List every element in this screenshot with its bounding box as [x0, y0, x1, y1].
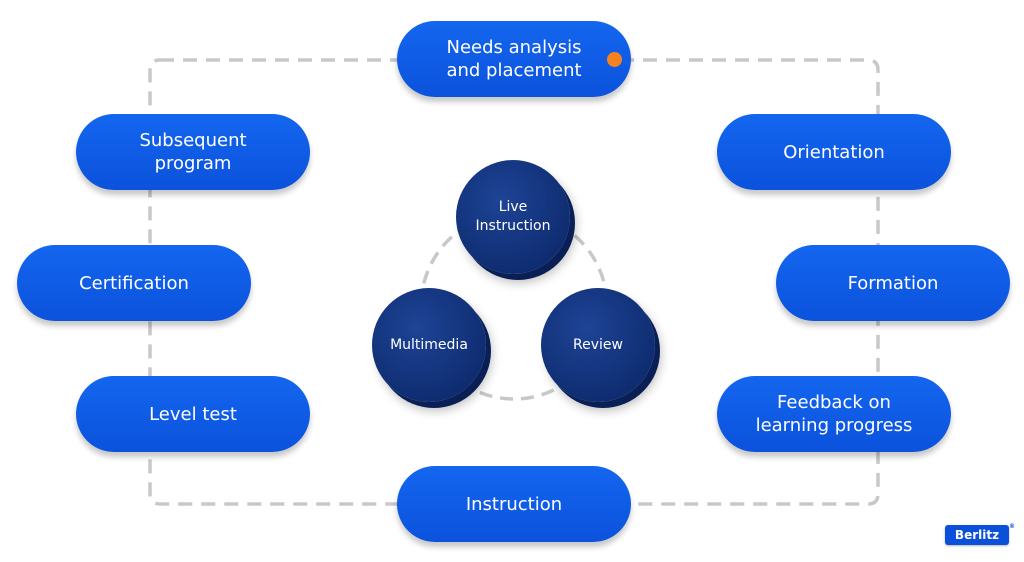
step-label: Feedback on learning progress [755, 392, 913, 436]
step-orientation[interactable]: Orientation [717, 114, 951, 190]
inner-step-live-instruction[interactable]: Live Instruction [456, 160, 570, 274]
step-instruction[interactable]: Instruction [397, 466, 631, 542]
inner-step-multimedia[interactable]: Multimedia [372, 288, 486, 402]
berlitz-logo: Berlitz ® [945, 523, 1015, 545]
step-label: Subsequent program [139, 130, 247, 174]
logo-text: Berlitz [954, 528, 1000, 542]
registered-mark: ® [1009, 523, 1015, 530]
step-label: Needs analysis and placement [446, 37, 582, 81]
step-label: Instruction [465, 493, 563, 515]
inner-step-label: Review [573, 336, 623, 353]
step-label: Level test [149, 403, 237, 425]
step-certification[interactable]: Certification [17, 245, 251, 321]
step-needs-analysis[interactable]: Needs analysis and placement [397, 21, 631, 97]
step-subsequent-program[interactable]: Subsequent program [76, 114, 310, 190]
step-formation[interactable]: Formation [776, 245, 1010, 321]
step-label: Formation [847, 272, 939, 294]
inner-step-label: Multimedia [390, 336, 468, 353]
inner-step-review[interactable]: Review [541, 288, 655, 402]
inner-step-label: Live Instruction [475, 199, 551, 234]
outer-loop-path [148, 58, 880, 506]
step-level-test[interactable]: Level test [76, 376, 310, 452]
step-label: Certification [79, 272, 189, 294]
step-label: Orientation [783, 141, 885, 163]
start-marker-icon [607, 52, 622, 67]
step-feedback[interactable]: Feedback on learning progress [717, 376, 951, 452]
